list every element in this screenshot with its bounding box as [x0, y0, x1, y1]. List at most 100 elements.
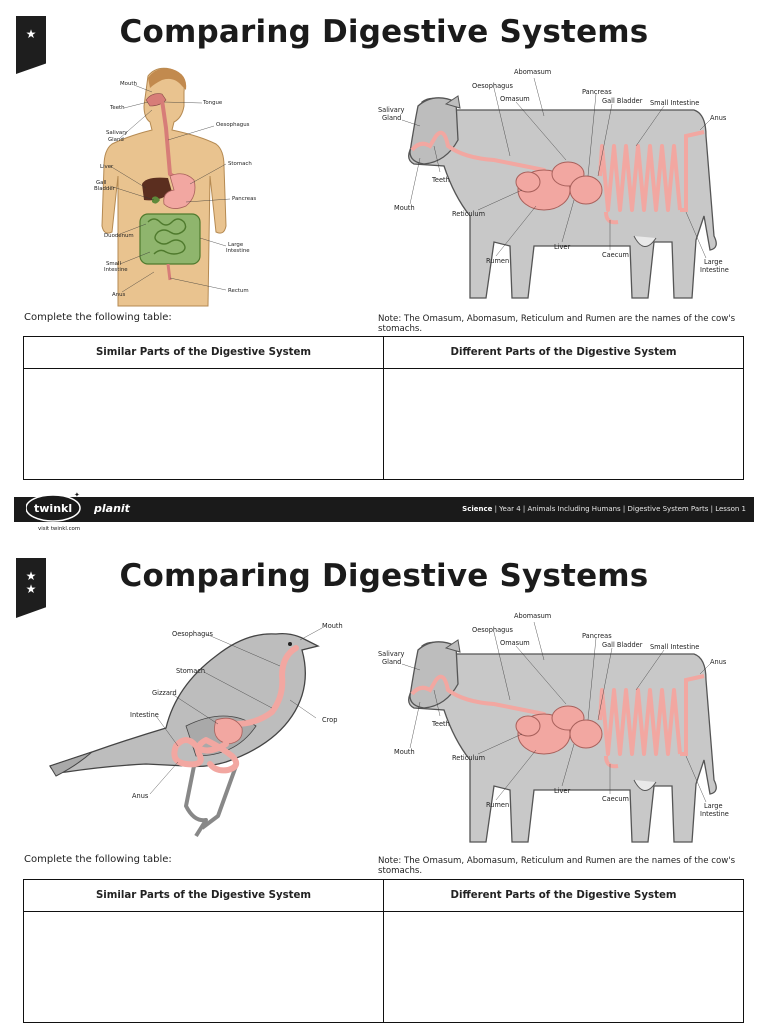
header-different-parts: Different Parts of the Digestive System	[383, 336, 744, 369]
stomach-note: Note: The Omasum, Abomasum, Reticulum an…	[378, 314, 736, 334]
cow-label-oesophagus: Oesophagus	[472, 626, 513, 634]
instruction-text-2: Complete the following table:	[24, 854, 172, 865]
level-ribbon: ★	[16, 16, 46, 74]
cow-label-rumen: Rumen	[486, 257, 509, 265]
cow-label-pancreas: Pancreas	[582, 632, 612, 640]
visit-link[interactable]: visit twinkl.com	[38, 526, 81, 532]
cow-reticulum	[515, 715, 541, 737]
twinkl-logo: twinkl ✦	[26, 491, 81, 522]
similar-parts-answer-cell[interactable]	[23, 911, 384, 1023]
page-title: Comparing Digestive Systems	[119, 14, 649, 50]
cow-label-reticulum: Reticulum	[452, 210, 485, 218]
label-pancreas: Pancreas	[232, 196, 256, 202]
cow-label-salivary-2: Gland	[382, 658, 401, 666]
cow-label-mouth: Mouth	[394, 748, 415, 756]
twinkl-wordmark: twinkl	[34, 502, 72, 515]
cow-small-intestine	[598, 688, 682, 756]
bird-label-crop: Crop	[322, 716, 337, 724]
subject-label: Science	[462, 505, 493, 513]
cow-label-small-intestine: Small Intestine	[650, 99, 699, 107]
human-stomach	[163, 173, 196, 209]
cow-label-mouth: Mouth	[394, 204, 415, 212]
label-rectum: Rectum	[228, 288, 249, 294]
cow-large-intestine	[680, 130, 705, 212]
human-hair	[148, 68, 187, 90]
instruction-text: Complete the following table:	[24, 312, 172, 323]
cow-ear	[444, 95, 461, 109]
bird-tail	[49, 751, 93, 777]
label-mouth: Mouth	[120, 81, 137, 87]
label-tongue: Tongue	[202, 100, 223, 106]
comparison-table-2: Similar Parts of the Digestive System Di…	[23, 879, 744, 1023]
cow-label-large-2: Intestine	[700, 266, 729, 274]
cow-mouth-tract	[410, 130, 450, 152]
label-teeth: Teeth	[109, 105, 125, 111]
label-small-1: Small	[106, 261, 121, 267]
cow-head	[409, 641, 459, 709]
cow-oesophagus	[446, 688, 546, 716]
cow-digestive-diagram-2: Abomasum Oesophagus Omasum Pancreas Gall…	[378, 612, 729, 843]
label-small-2: Intestine	[104, 267, 128, 273]
bird-label-stomach: Stomach	[176, 667, 205, 675]
bird-intestine	[171, 737, 240, 774]
label-anus: Anus	[112, 292, 126, 298]
breadcrumb-path: | Year 4 | Animals Including Humans | Di…	[492, 505, 746, 513]
two-star-icon: ★★	[25, 569, 37, 596]
cow-label-anus: Anus	[710, 114, 727, 122]
cow-reticulum	[515, 171, 541, 193]
comparison-table: Similar Parts of the Digestive System Di…	[23, 336, 744, 480]
cow-label-omasum: Omasum	[500, 639, 530, 647]
lesson-breadcrumb: Science | Year 4 | Animals Including Hum…	[462, 505, 746, 513]
cow-ear	[444, 639, 461, 653]
cow-label-caecum: Caecum	[602, 251, 629, 259]
bird-body	[49, 632, 320, 774]
human-rectum	[166, 263, 172, 281]
cow-udder	[633, 235, 657, 247]
stomach-note-2: Note: The Omasum, Abomasum, Reticulum an…	[378, 856, 736, 876]
cow-mouth-tract	[410, 674, 450, 696]
bird-legs	[184, 765, 238, 838]
bird-digestive-diagram: Mouth Oesophagus Stomach Gizzard Intesti…	[49, 622, 343, 838]
bird-label-mouth: Mouth	[322, 622, 343, 630]
bird-label-oesophagus: Oesophagus	[172, 630, 213, 638]
cow-small-intestine	[598, 144, 682, 212]
similar-parts-answer-cell[interactable]	[23, 368, 384, 480]
bird-leader-lines	[149, 627, 323, 795]
cow-oesophagus	[446, 144, 546, 172]
cow-label-large-1: Large	[704, 258, 723, 266]
sparkle-icon: ✦	[74, 491, 80, 499]
human-leader-lines	[109, 84, 231, 293]
header-different-parts: Different Parts of the Digestive System	[383, 879, 744, 912]
cow-label-teeth: Teeth	[431, 720, 450, 728]
cow-large-intestine	[680, 674, 705, 756]
different-parts-answer-cell[interactable]	[383, 911, 744, 1023]
cow-label-large-1: Large	[704, 802, 723, 810]
cow-head	[409, 97, 459, 165]
cow-label-liver: Liver	[554, 787, 570, 795]
label-gall-2: Bladder	[94, 186, 116, 192]
cow-label-salivary-2: Gland	[382, 114, 401, 122]
cow-label-reticulum: Reticulum	[452, 754, 485, 762]
cow-label-anus: Anus	[710, 658, 727, 666]
bird-gizzard	[214, 717, 243, 745]
cow-label-oesophagus: Oesophagus	[472, 82, 513, 90]
table-answer-row	[23, 911, 744, 1023]
cow-caecum	[604, 211, 619, 225]
human-small-intestine	[147, 218, 187, 255]
table-answer-row	[23, 368, 744, 480]
star-icon: ★	[25, 27, 37, 41]
label-liver: Liver	[100, 164, 114, 170]
cow-label-abomasum: Abomasum	[514, 612, 551, 620]
header-similar-parts: Similar Parts of the Digestive System	[23, 336, 384, 369]
cow-label-liver: Liver	[554, 243, 570, 251]
label-oesophagus: Oesophagus	[216, 122, 250, 128]
cow-label-salivary-1: Salivary	[378, 106, 405, 114]
label-salivary-1: Salivary	[106, 130, 128, 136]
cow-label-gall-bladder: Gall Bladder	[602, 97, 643, 105]
different-parts-answer-cell[interactable]	[383, 368, 744, 480]
header-similar-parts: Similar Parts of the Digestive System	[23, 879, 384, 912]
cow-abomasum	[569, 719, 603, 749]
label-large-2: Intestine	[226, 248, 250, 254]
cow-label-abomasum: Abomasum	[514, 68, 551, 76]
cow-label-small-intestine: Small Intestine	[650, 643, 699, 651]
